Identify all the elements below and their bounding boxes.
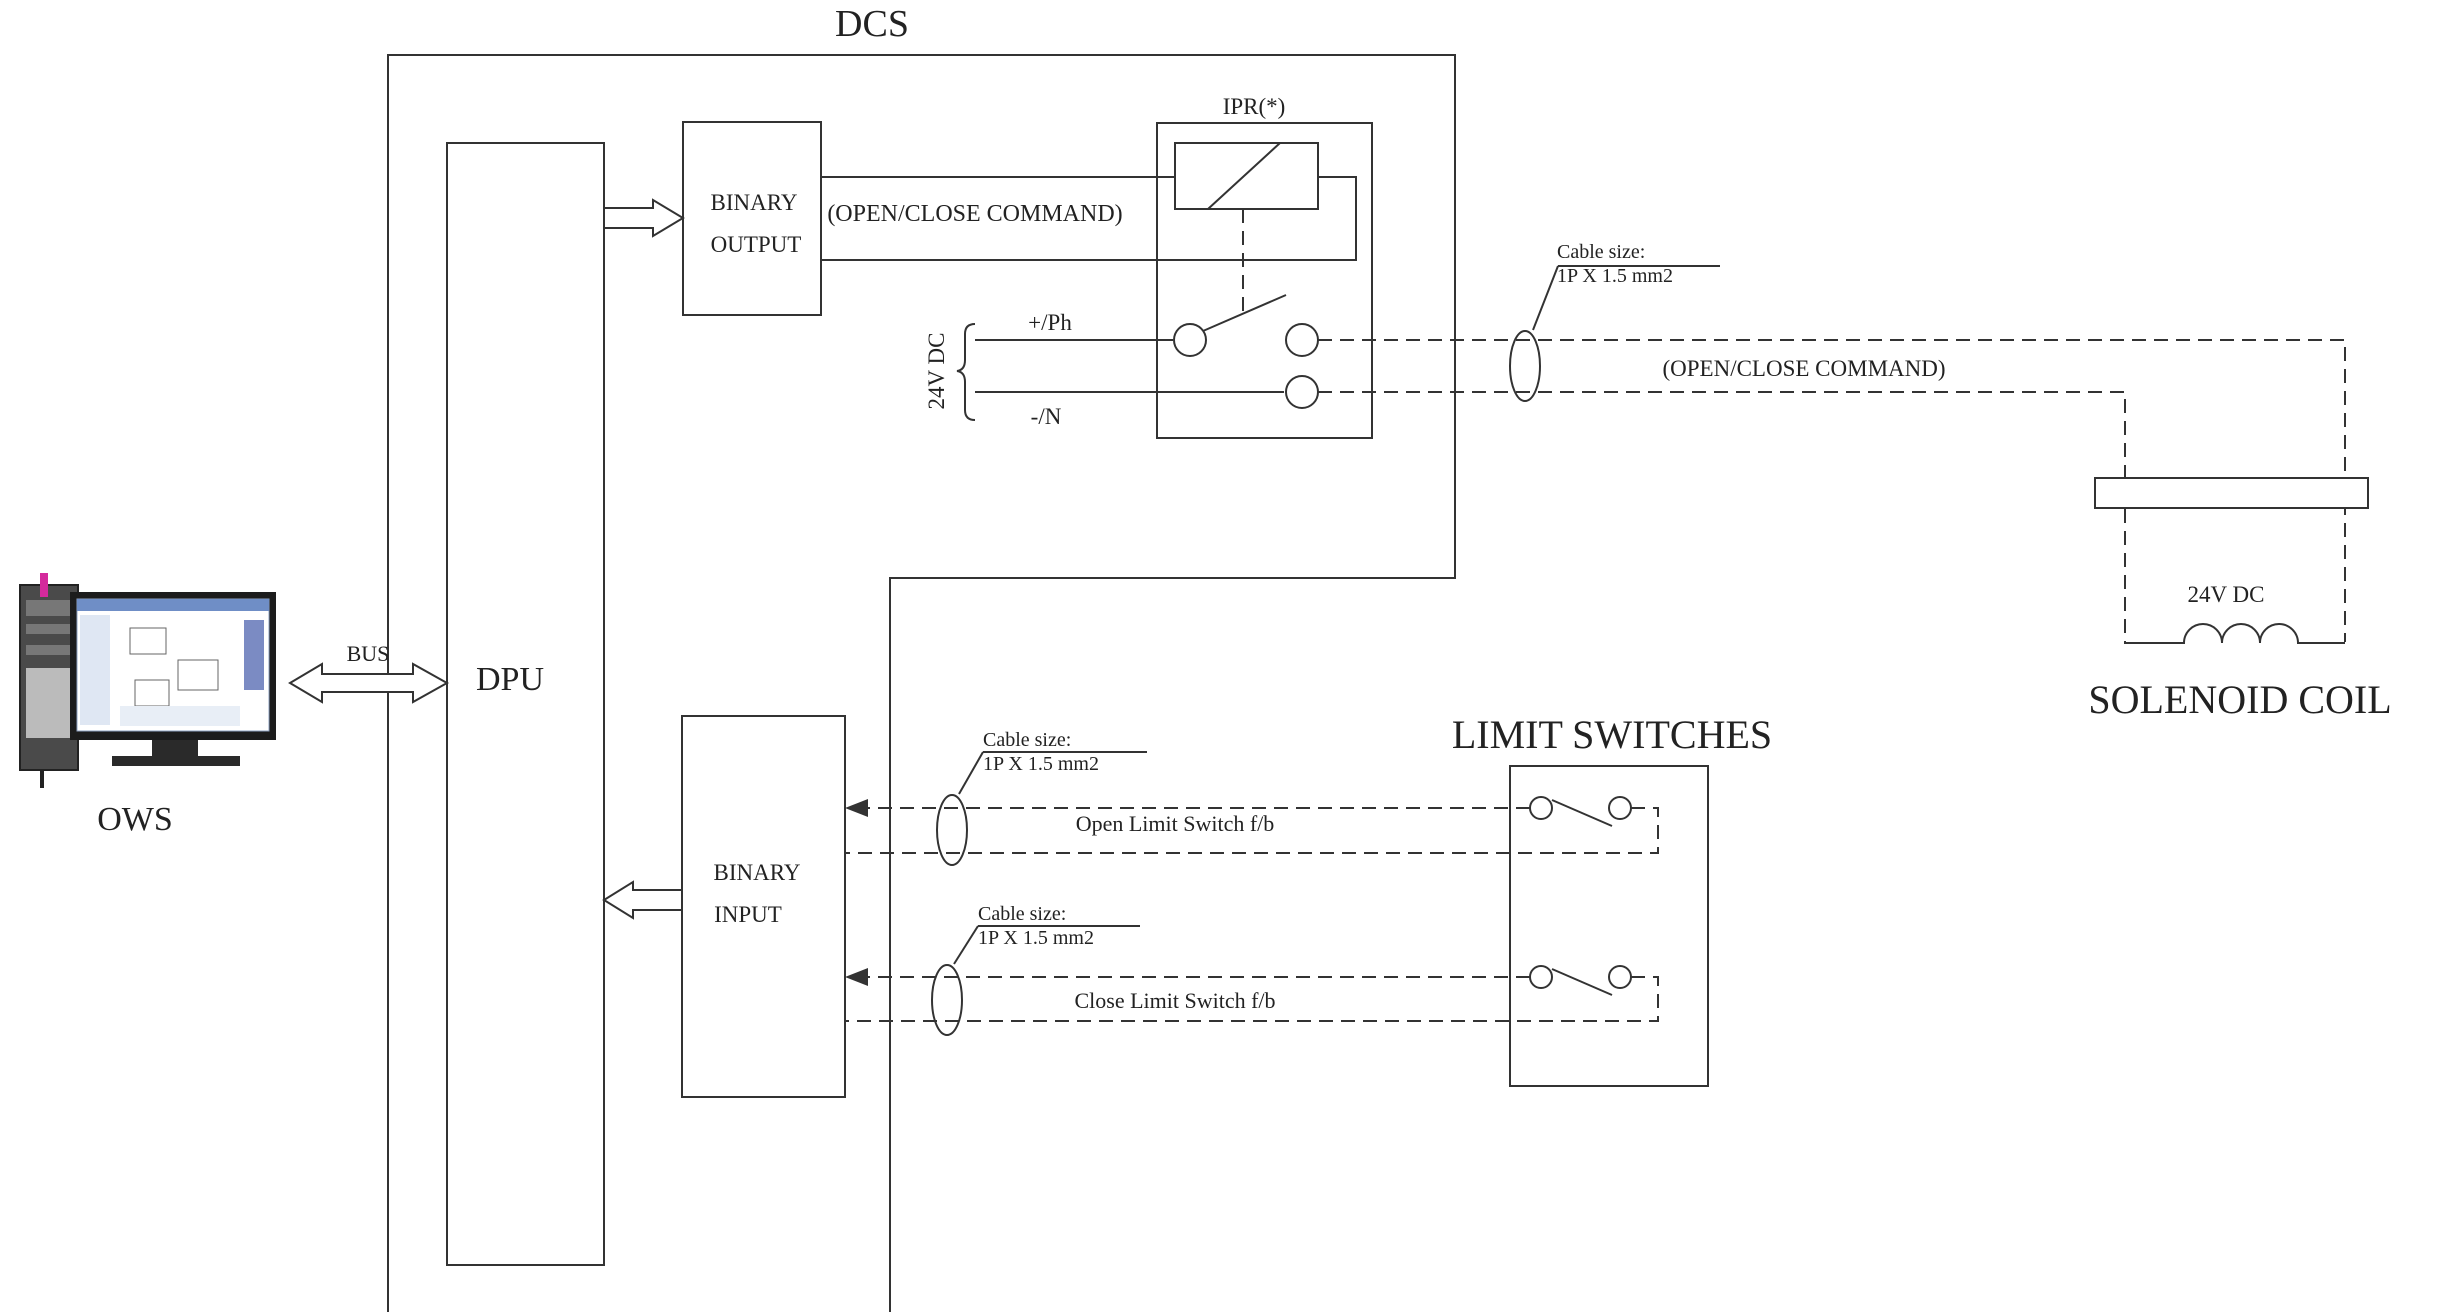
dcs-title: DCS [835, 3, 909, 45]
field-wire-neutral [1318, 391, 2126, 642]
ows-label: OWS [97, 801, 173, 838]
close-limit-contact-right [1608, 965, 1632, 989]
bus-double-arrow [288, 662, 450, 704]
cable-gland-open-limit [936, 794, 968, 866]
binary-input-label-1: BINARY [714, 860, 801, 885]
relay-contact-left [1173, 323, 1207, 357]
ows-workstation-icon [19, 573, 276, 788]
bus-label: BUS [347, 641, 390, 666]
supply-brace [956, 323, 976, 421]
close-limit-arrowhead [845, 968, 868, 986]
cable-size-label-open: Cable size: [983, 729, 1071, 751]
binary-output-label-2: OUTPUT [711, 232, 802, 257]
close-limit-contact-left [1529, 965, 1553, 989]
binary-output-label-1: BINARY [711, 190, 798, 215]
command-label: (OPEN/CLOSE COMMAND) [827, 201, 1122, 227]
dpu-label: DPU [476, 661, 544, 698]
solenoid-coil-label: SOLENOID COIL [2088, 677, 2391, 722]
dpu-block [446, 142, 605, 1266]
field-wire-phase [1318, 339, 2346, 642]
limit-switches-label: LIMIT SWITCHES [1452, 712, 1772, 757]
close-limit-fb-label: Close Limit Switch f/b [1074, 988, 1275, 1013]
open-limit-contact-right [1608, 796, 1632, 820]
cable-size-value-close: 1P X 1.5 mm2 [978, 927, 1094, 949]
cable-size-value-open: 1P X 1.5 mm2 [983, 753, 1099, 775]
ipr-label: IPR(*) [1223, 94, 1286, 119]
relay-contact-neutral [1285, 375, 1319, 409]
dpu-to-binary-output-arrow [603, 198, 685, 238]
limit-switch-box [1509, 765, 1709, 1087]
solenoid-actuator-bar [2094, 477, 2369, 509]
negative-neutral-label: -/N [1031, 404, 1062, 429]
field-command-label: (OPEN/CLOSE COMMAND) [1662, 356, 1945, 381]
open-limit-fb-label: Open Limit Switch f/b [1076, 811, 1275, 836]
command-wire-bottom [821, 176, 1357, 261]
binary-output-block [682, 121, 822, 316]
positive-phase-label: +/Ph [1028, 310, 1072, 335]
solenoid-coil-symbol [2124, 623, 2345, 644]
ipr-block [1156, 122, 1373, 439]
open-limit-contact-left [1529, 796, 1553, 820]
binary-input-to-dpu-arrow [602, 880, 683, 920]
cable-size-label-ipr: Cable size: [1557, 241, 1645, 263]
cable-size-value-ipr: 1P X 1.5 mm2 [1557, 265, 1673, 287]
relay-contact-right [1285, 323, 1319, 357]
supply-label: 24V DC [924, 333, 949, 410]
open-limit-wire-lower [845, 807, 1659, 854]
cable-gland-ipr [1509, 330, 1541, 402]
coil-voltage-label: 24V DC [2188, 582, 2265, 607]
dcs-boundary [387, 54, 1456, 1312]
close-limit-wire-lower [845, 976, 1659, 1022]
cable-gland-close-limit [931, 964, 963, 1036]
binary-input-label-2: INPUT [714, 902, 782, 927]
ipr-relay-coil [1174, 142, 1319, 210]
open-limit-arrowhead [845, 799, 868, 817]
cable-size-label-close: Cable size: [978, 903, 1066, 925]
